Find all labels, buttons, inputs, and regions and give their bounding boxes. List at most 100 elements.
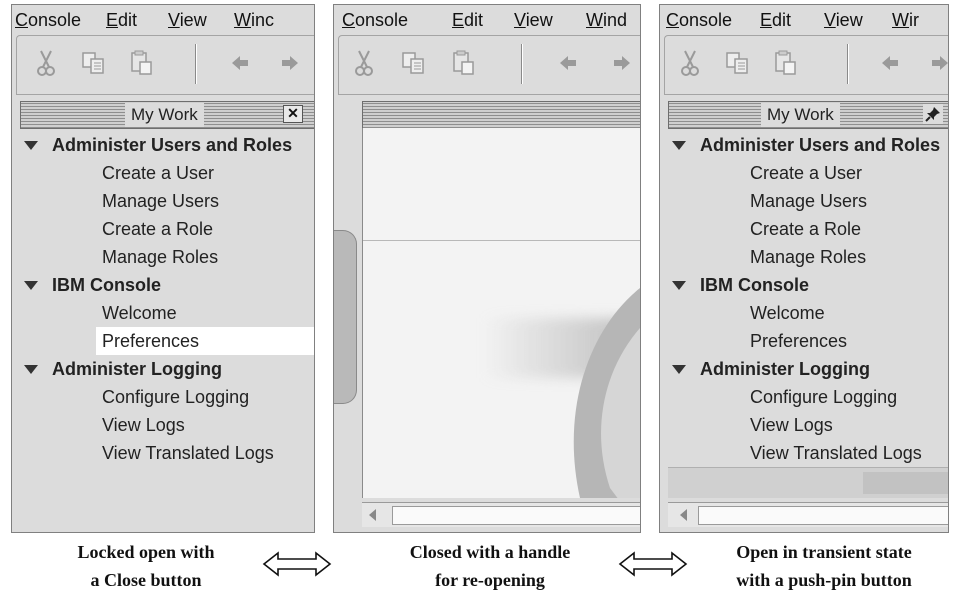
menu-console[interactable]: Console <box>342 10 409 30</box>
copy-icon[interactable] <box>721 44 755 82</box>
tree-item-manage-users[interactable]: Manage Users <box>750 191 868 211</box>
close-button[interactable]: ✕ <box>283 105 303 123</box>
content-titlebar <box>362 101 640 129</box>
paste-icon[interactable] <box>447 44 481 82</box>
menu-view[interactable]: View <box>824 10 863 30</box>
caption-line: with a push-pin button <box>736 570 912 590</box>
panel-transient-push-pin: Console Edit View Wir My Work Administer… <box>659 4 949 533</box>
content-area <box>362 128 640 498</box>
tree-item-manage-users[interactable]: Manage Users <box>102 191 220 211</box>
toolbar <box>16 35 314 95</box>
tree-item-welcome[interactable]: Welcome <box>750 303 825 323</box>
menu-console[interactable]: Console <box>15 10 82 30</box>
copy-icon[interactable] <box>397 44 431 82</box>
tree-item-create-user[interactable]: Create a User <box>102 163 215 183</box>
menu-view[interactable]: View <box>168 10 207 30</box>
cut-icon[interactable] <box>29 44 63 82</box>
tree-group-administer-logging[interactable]: Administer Logging <box>20 355 222 383</box>
menu-edit[interactable]: Edit <box>760 10 792 30</box>
background-graphic <box>863 472 948 494</box>
caption-line: for re-opening <box>435 570 545 590</box>
menu-window[interactable]: Wind <box>586 10 628 30</box>
caption-closed-with-handle: Closed with a handle for re-opening <box>370 538 610 594</box>
toolbar-separator <box>847 44 848 84</box>
panel-title: My Work <box>761 103 840 127</box>
expanded-triangle-icon[interactable] <box>24 364 38 374</box>
tree-group-ibm-console[interactable]: IBM Console <box>668 271 809 299</box>
scrollbar-thumb[interactable] <box>392 506 640 525</box>
expanded-triangle-icon[interactable] <box>672 140 686 150</box>
tree-item-manage-roles[interactable]: Manage Roles <box>102 247 219 267</box>
toolbar-separator <box>195 44 196 84</box>
my-work-titlebar: My Work ✕ <box>20 101 314 129</box>
toolbar-separator <box>521 44 522 84</box>
panel-title: My Work <box>125 103 204 127</box>
horizontal-scrollbar[interactable] <box>668 502 948 527</box>
menu-view[interactable]: View <box>514 10 553 30</box>
underlying-content-strip <box>668 467 948 498</box>
tree-item-configure-logging[interactable]: Configure Logging <box>750 387 898 407</box>
tree-item-create-user[interactable]: Create a User <box>750 163 863 183</box>
double-arrow-icon <box>262 551 332 577</box>
tree-item-create-role[interactable]: Create a Role <box>750 219 862 239</box>
tree-item-create-role[interactable]: Create a Role <box>102 219 214 239</box>
scroll-left-icon[interactable] <box>369 509 376 521</box>
cut-icon[interactable] <box>673 44 707 82</box>
toolbar <box>664 35 948 95</box>
forward-icon[interactable] <box>605 44 639 82</box>
content-divider <box>363 240 640 241</box>
tree-item-view-translated-logs[interactable]: View Translated Logs <box>750 443 922 463</box>
scrollbar-thumb[interactable] <box>698 506 948 525</box>
menu-bar: Console Edit View Wir <box>660 5 948 35</box>
cut-icon[interactable] <box>347 44 381 82</box>
tree-item-configure-logging[interactable]: Configure Logging <box>102 387 250 407</box>
back-icon[interactable] <box>551 44 585 82</box>
scroll-left-icon[interactable] <box>680 509 687 521</box>
caption-line: Closed with a handle <box>409 542 571 562</box>
caption-line: Open in transient state <box>736 542 912 562</box>
menu-bar: Console Edit View Wind <box>334 5 640 35</box>
my-work-titlebar: My Work <box>668 101 948 129</box>
horizontal-scrollbar[interactable] <box>362 502 640 527</box>
menu-edit[interactable]: Edit <box>106 10 138 30</box>
expanded-triangle-icon[interactable] <box>24 140 38 150</box>
tree-item-manage-roles[interactable]: Manage Roles <box>750 247 867 267</box>
menu-console[interactable]: Console <box>666 10 733 30</box>
back-icon[interactable] <box>873 44 907 82</box>
forward-icon[interactable] <box>923 44 948 82</box>
tree-item-view-translated-logs[interactable]: View Translated Logs <box>102 443 274 463</box>
double-arrow-icon <box>618 551 688 577</box>
expanded-triangle-icon[interactable] <box>672 364 686 374</box>
tree-item-welcome[interactable]: Welcome <box>102 303 177 323</box>
reopen-handle[interactable] <box>334 230 357 404</box>
paste-icon[interactable] <box>125 44 159 82</box>
menu-window[interactable]: Winc <box>234 10 275 30</box>
push-pin-button[interactable] <box>923 104 943 124</box>
caption-line: a Close button <box>90 570 202 590</box>
tree-group-administer-logging[interactable]: Administer Logging <box>668 355 870 383</box>
push-pin-icon <box>925 107 940 122</box>
expanded-triangle-icon[interactable] <box>24 280 38 290</box>
caption-locked-open: Locked open with a Close button <box>36 538 256 594</box>
menu-window[interactable]: Wir <box>892 10 919 30</box>
caption-transient-push-pin: Open in transient state with a push-pin … <box>696 538 952 594</box>
caption-line: Locked open with <box>77 542 215 562</box>
tree-item-view-logs[interactable]: View Logs <box>102 415 185 435</box>
menu-edit[interactable]: Edit <box>452 10 484 30</box>
tree-item-preferences[interactable]: Preferences <box>750 331 848 351</box>
forward-icon[interactable] <box>273 44 307 82</box>
background-swoosh <box>573 288 640 498</box>
toolbar <box>338 35 640 95</box>
tree-group-ibm-console[interactable]: IBM Console <box>20 271 161 299</box>
expanded-triangle-icon[interactable] <box>672 280 686 290</box>
tree-group-administer-users[interactable]: Administer Users and Roles <box>20 131 292 159</box>
tree-group-administer-users[interactable]: Administer Users and Roles <box>668 131 940 159</box>
tree-item-preferences-selected[interactable]: Preferences <box>96 327 314 355</box>
menu-bar: Console Edit View Winc <box>12 5 314 35</box>
tree-item-view-logs[interactable]: View Logs <box>750 415 833 435</box>
back-icon[interactable] <box>223 44 257 82</box>
paste-icon[interactable] <box>769 44 803 82</box>
panel-locked-open: Console Edit View Winc My Work ✕ Adminis… <box>11 4 315 533</box>
panel-closed-with-handle: Console Edit View Wind <box>333 4 641 533</box>
copy-icon[interactable] <box>77 44 111 82</box>
